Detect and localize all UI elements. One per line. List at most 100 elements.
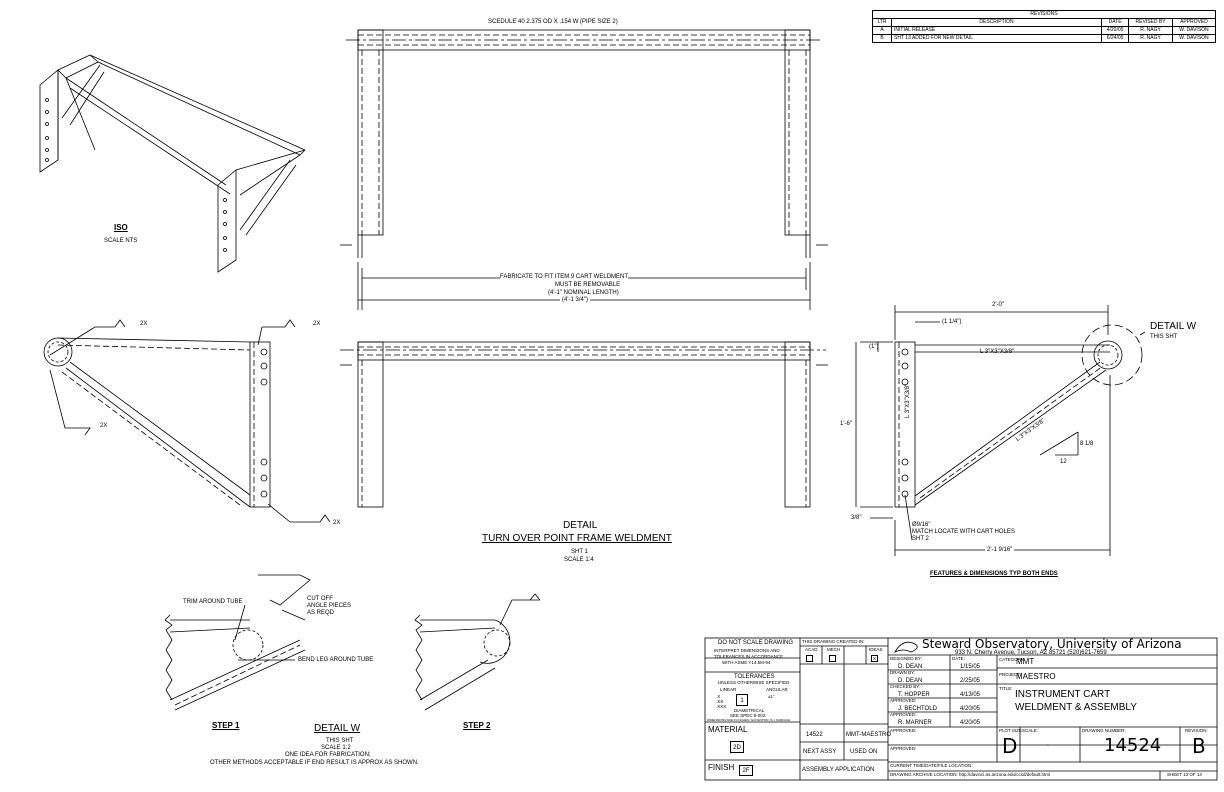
bend-note: BEND LEG AROUND TUBE xyxy=(298,657,374,663)
dns-label: DO NOT SCALE DRAWING xyxy=(718,640,794,646)
rev-header: REVISED BY xyxy=(1128,18,1173,27)
rev-cell: B xyxy=(872,34,892,43)
linear-label: LINEAR xyxy=(720,687,737,692)
detail-w-note: OTHER METHODS ACCEPTABLE IF END RESULT I… xyxy=(210,760,419,766)
drawn-by-label: DRAWN BY: xyxy=(890,670,916,675)
rev-cell: W. DAVISON xyxy=(1171,26,1217,35)
hole-note: Ø9/16" xyxy=(912,522,931,528)
detail-w-callout: DETAIL W xyxy=(1150,321,1197,332)
fab-note: FABRICATE TO FIT ITEM 9 CART WELDMENT xyxy=(500,274,629,280)
tol-xxx: .XXX xyxy=(716,704,727,709)
tolerance-box: 1 xyxy=(736,694,748,706)
hole-note: SHT 2 xyxy=(912,536,929,542)
offset-dim: (1 1/4") xyxy=(942,319,962,325)
approved-label: APPROVED: xyxy=(890,698,917,703)
ideas-label: IDEAS xyxy=(869,647,883,652)
cutoff-note: ANGLE PIECES xyxy=(307,603,352,609)
one-inch-dim: (1") xyxy=(869,344,879,350)
detail-w-step2 xyxy=(414,593,541,711)
mech-checkbox xyxy=(829,655,836,662)
width-bottom-dim: 2'-1 9/16" xyxy=(985,547,1015,553)
date-label: DATE: xyxy=(952,656,965,661)
weld-callout: 2X xyxy=(313,321,321,327)
approved-label: APPROVED: xyxy=(890,712,917,717)
step2-label: STEP 2 xyxy=(463,721,491,730)
detail-w-note: ONE IDEA FOR FABRICATION; xyxy=(285,752,371,758)
approved-label: APPROVED: xyxy=(890,728,917,733)
drawing-title-2: WELDMENT & ASSEMBLY xyxy=(1015,702,1137,713)
cutoff-note: AS REQD xyxy=(307,610,335,616)
tol-x: .X xyxy=(716,694,721,699)
plot-size-label: PLOT SIZE xyxy=(999,728,1022,733)
rev-cell: R. NAGY xyxy=(1128,34,1173,43)
angle-top-label: L 3"X3"X3/8" xyxy=(980,349,1015,355)
checked-by: T. HOPPER xyxy=(898,692,930,698)
rev-cell: 4/20/05 xyxy=(1100,26,1130,35)
approved-2-date: 4/20/05 xyxy=(960,720,981,726)
acad-label: ACAD xyxy=(805,647,818,652)
drawn-date: 2/25/05 xyxy=(960,678,981,684)
next-assy-label: NEXT ASSY xyxy=(803,749,837,755)
rev-header: DESCRIPTION xyxy=(891,18,1102,27)
category-label: CATEGORY: xyxy=(999,657,1025,662)
archive-location: DRAWING ARCHIVE LOCATION: http://davinci… xyxy=(890,772,1051,777)
tolerances-title: TOLERANCES xyxy=(734,674,775,680)
rev-cell: A xyxy=(872,26,892,35)
width-top-dim: 2'-0" xyxy=(990,302,1006,308)
drawing-number: 14524 xyxy=(1104,735,1162,756)
weld-callout: 2X xyxy=(100,423,108,429)
tol-xx: .XX xyxy=(716,699,724,704)
created-in-label: THIS DRAWING CREATED IN: xyxy=(802,639,865,644)
revisions-table: REVISIONS LTR DESCRIPTION DATE REVISED B… xyxy=(872,10,1217,43)
front-view xyxy=(340,341,828,508)
material-label: MATERIAL xyxy=(708,725,748,734)
rev-header: DATE xyxy=(1100,18,1130,27)
spec-label: SEE SPEC 5-002 xyxy=(730,713,766,718)
approved-1: J. BECHTOLD xyxy=(898,706,937,712)
detail-w-sheet-note: THIS SHT xyxy=(326,738,354,744)
revisions-title: REVISIONS xyxy=(872,10,1216,19)
revision-value: B xyxy=(1192,734,1206,758)
finish-label: FINISH xyxy=(708,763,735,772)
rev-cell: 6/24/05 xyxy=(1100,34,1130,43)
ideas-checkbox: X xyxy=(871,655,878,662)
fab-note: MUST BE REMOVABLE xyxy=(555,282,621,288)
weld-callout: 2X xyxy=(333,520,341,526)
next-assy-name: MMT-MAESTRO xyxy=(846,732,891,738)
slope-run: 12 xyxy=(1060,459,1067,465)
angular-label: ANGULAR xyxy=(766,687,788,692)
mech-label: MECH xyxy=(827,647,841,652)
project-value: MAESTRO xyxy=(1016,672,1056,681)
rev-header: LTR xyxy=(872,18,892,27)
detail-w-scale: SCALE 1:2 xyxy=(321,745,351,751)
detail-w-sheet: THIS SHT xyxy=(1150,334,1178,340)
rev-cell: R. NAGY xyxy=(1128,26,1173,35)
revision-row: B SHT 13 ADDED FOR NEW DETAIL 6/24/05 R.… xyxy=(872,34,1217,43)
hole-note: MATCH LOCATE WITH CART HOLES xyxy=(912,529,1015,535)
checked-by-label: CHECKED BY: xyxy=(890,684,921,689)
title-block-lines xyxy=(704,637,1218,781)
iso-title: ISO xyxy=(114,223,128,232)
designed-by-label: DESIGNED BY: xyxy=(890,656,922,661)
scale-label: SCALE: xyxy=(1022,728,1039,733)
detail-scale: SCALE 1:4 xyxy=(564,557,594,563)
iso-scale: SCALE NTS xyxy=(104,238,138,244)
category-value: MMT xyxy=(1016,657,1035,666)
cutoff-note: CUT OFF xyxy=(307,596,333,602)
bottom-offset-dim: 3/8" xyxy=(851,515,862,521)
approved-1-date: 4/20/05 xyxy=(960,706,981,712)
revision-label: REVISION: xyxy=(1185,728,1208,733)
title-label: TITLE: xyxy=(999,686,1013,691)
rev-cell: SHT 13 ADDED FOR NEW DETAIL xyxy=(891,34,1102,43)
rev-cell: W. DAVISON xyxy=(1171,34,1217,43)
organization-address: 933 N. Cherry Avenue, Tucson, AZ 85721 (… xyxy=(955,650,1107,656)
organization-name: Steward Observatory, University of Arizo… xyxy=(922,637,1182,651)
weld-callout: 2X xyxy=(140,321,148,327)
designed-date: 1/15/05 xyxy=(960,664,981,670)
checked-date: 4/13/05 xyxy=(960,692,981,698)
acad-checkbox xyxy=(806,655,813,662)
detail-title: DETAIL xyxy=(563,520,598,531)
height-dim: 1'-6" xyxy=(840,421,852,427)
project-label: PROJECT: xyxy=(999,672,1021,677)
